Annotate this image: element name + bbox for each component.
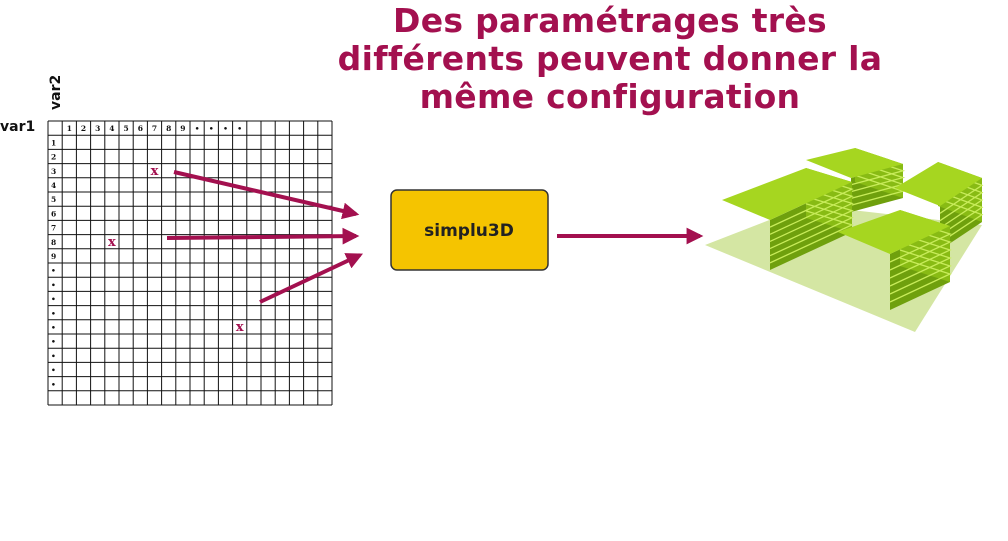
column-header: • (195, 124, 200, 133)
building-roof (838, 210, 950, 254)
arrow-right-icon (259, 253, 364, 304)
column-header: 7 (152, 124, 157, 133)
building-right (895, 162, 984, 250)
title-line-3: même configuration (419, 77, 801, 116)
row-header: • (51, 280, 56, 289)
row-header: • (51, 380, 56, 389)
building-roof (895, 162, 982, 206)
building-left (722, 168, 854, 270)
floor-line (937, 198, 984, 244)
row-header: 5 (51, 195, 56, 204)
row-header: • (51, 266, 56, 275)
floor-line (769, 210, 854, 264)
row-header: 1 (51, 138, 56, 147)
column-header: 6 (138, 124, 143, 133)
column-header: 2 (81, 124, 86, 133)
row-header: • (51, 337, 56, 346)
row-header: • (51, 351, 56, 360)
page-title: Des paramétrages très différents peuvent… (320, 2, 900, 116)
column-header: • (223, 124, 228, 133)
row-header: 4 (51, 181, 56, 190)
selected-cell-mark: x (151, 164, 159, 179)
building-back (806, 148, 906, 212)
process-box-label: simplu3D (424, 221, 514, 241)
selected-cell-mark: x (108, 235, 116, 250)
row-header: 2 (51, 153, 56, 162)
floor-line (889, 249, 952, 295)
row-header: • (51, 323, 56, 332)
column-header: • (209, 124, 214, 133)
column-header: • (237, 124, 242, 133)
row-header: • (51, 295, 56, 304)
column-axis-label: var2 (48, 75, 64, 110)
column-header: 3 (95, 124, 100, 133)
arrow-right-icon (173, 170, 360, 220)
floor-line (889, 257, 952, 303)
column-header: 4 (109, 124, 114, 133)
building-roof (722, 168, 852, 220)
row-header: • (51, 366, 56, 375)
floor-line (889, 241, 952, 287)
title-line-1: Des paramétrages très (393, 1, 827, 40)
row-header: 9 (51, 252, 56, 261)
buildings-3d-icon (705, 148, 984, 332)
process-box: simplu3D (390, 189, 549, 271)
building-front (838, 210, 952, 310)
row-header: 7 (51, 224, 56, 233)
row-header: 6 (51, 209, 56, 218)
input-arrows (166, 170, 364, 304)
title-line-2: différents peuvent donner la (337, 39, 883, 78)
column-header: 9 (180, 124, 185, 133)
column-header: 1 (67, 124, 72, 133)
row-header: 3 (51, 167, 56, 176)
row-axis-label: var1 (0, 119, 35, 135)
building-roof (806, 148, 903, 178)
row-header: • (51, 309, 56, 318)
column-header: 5 (123, 124, 128, 133)
floor-line (769, 195, 854, 250)
process-box-rect (390, 189, 549, 271)
row-header: 8 (51, 238, 56, 247)
column-header: 8 (166, 124, 171, 133)
selected-cell-mark: x (236, 320, 244, 335)
floor-line (769, 203, 854, 257)
arrow-right-icon (166, 227, 360, 245)
